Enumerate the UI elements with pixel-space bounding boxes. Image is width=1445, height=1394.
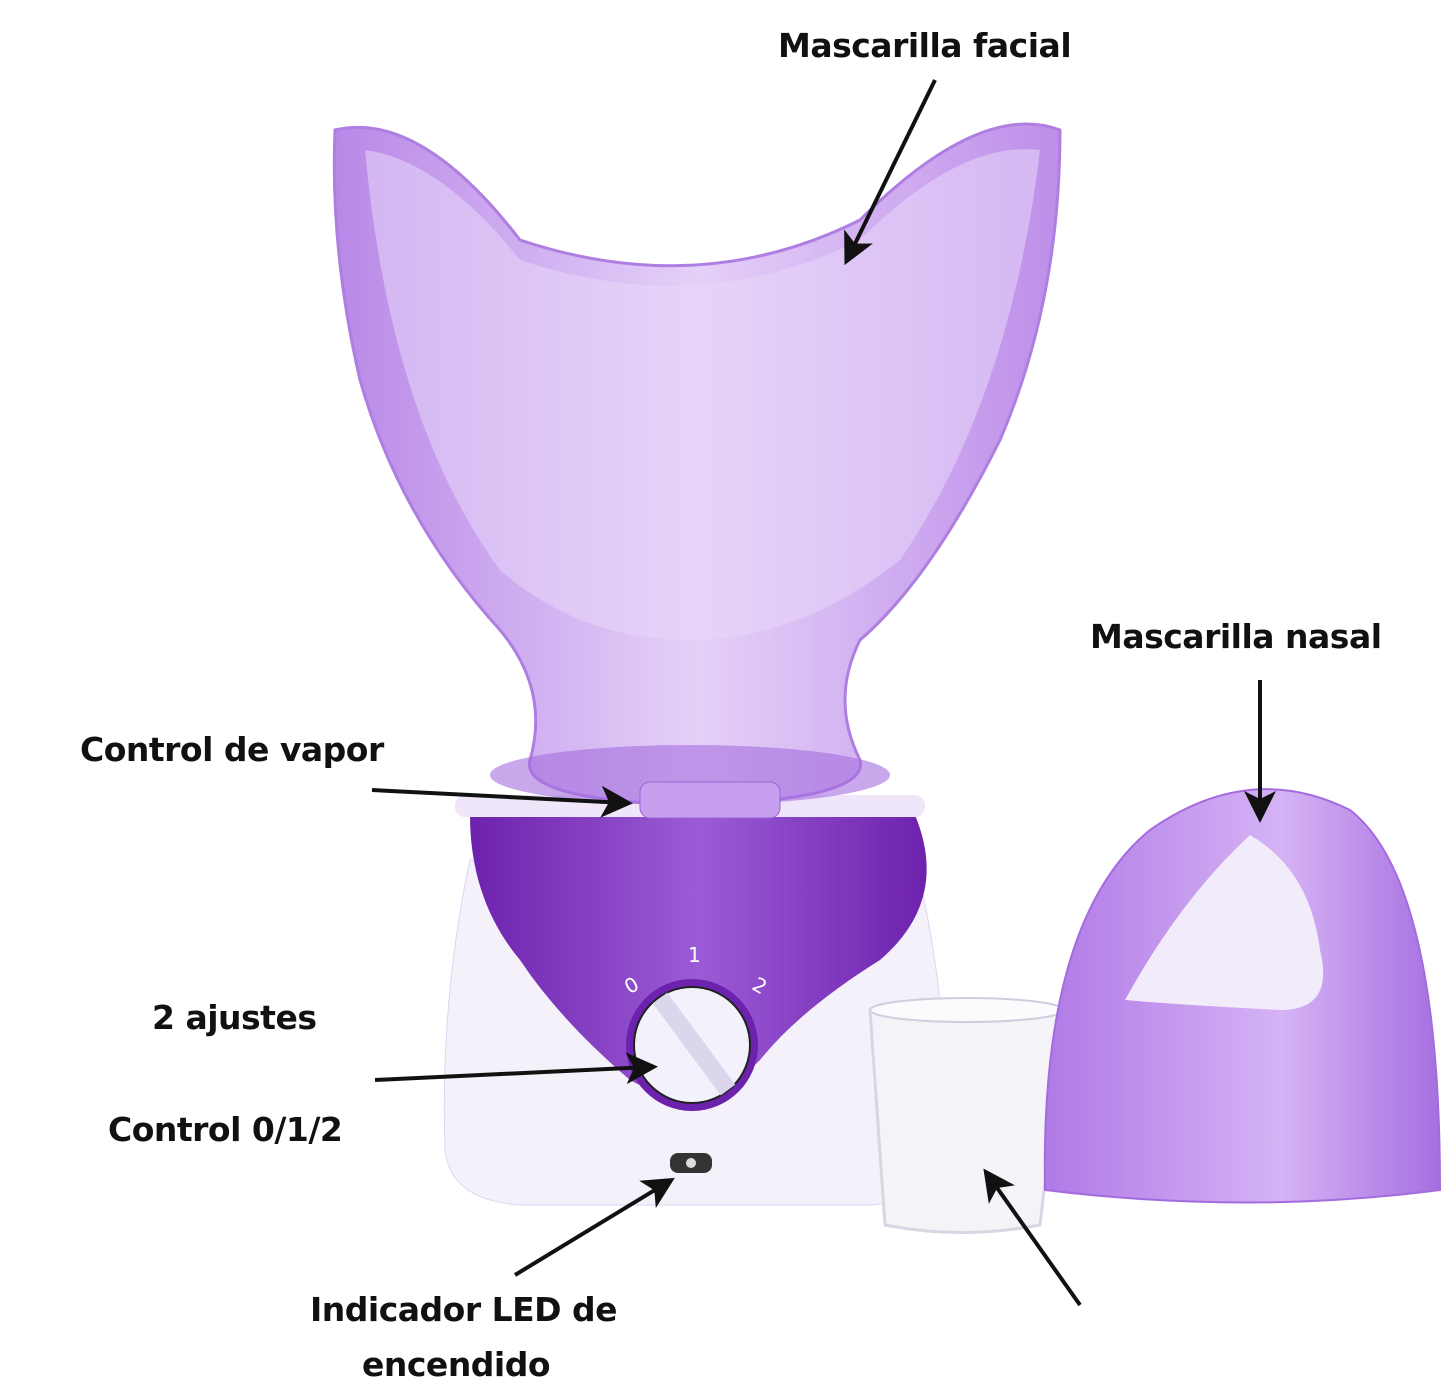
arrow-cup xyxy=(983,1168,1082,1307)
label-settings: 2 ajustes xyxy=(152,998,317,1037)
arrow-steam-control xyxy=(371,785,633,818)
arrow-dial xyxy=(374,1052,658,1085)
label-control-dial: Control 0/1/2 xyxy=(108,1110,343,1149)
dial-mark-1: 1 xyxy=(688,943,701,967)
label-steam-control: Control de vapor xyxy=(80,730,384,769)
nasal-mask xyxy=(1043,788,1442,1204)
dial[interactable] xyxy=(626,979,758,1111)
label-led-line2: encendido xyxy=(362,1345,551,1384)
label-nasal-mask: Mascarilla nasal xyxy=(1090,617,1382,656)
label-led-line1: Indicador LED de xyxy=(310,1290,618,1329)
steam-control-slider[interactable] xyxy=(639,781,781,819)
measuring-cup xyxy=(868,1001,1067,1234)
arrow-facial-mask xyxy=(844,79,937,266)
label-facial-mask: Mascarilla facial xyxy=(778,26,1072,65)
arrow-led xyxy=(513,1177,675,1277)
